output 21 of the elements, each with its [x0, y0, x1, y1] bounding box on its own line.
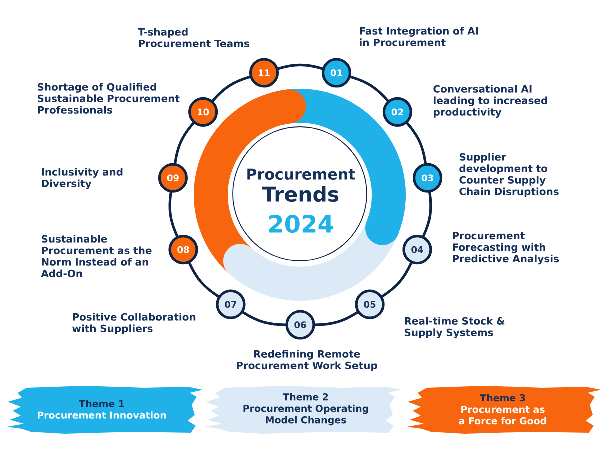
ring-line	[174, 122, 195, 165]
trend-label: Sustainable Procurement as the Norm Instead of an Add-On	[41, 235, 152, 278]
theme-banner: Theme 3 Procurement as a Force for Good	[407, 386, 600, 434]
ring-line	[277, 64, 324, 70]
trend-label: Procurement Forecasting with Predictive Analysis	[453, 232, 560, 265]
theme-banner: Theme 1 Procurement Innovation	[7, 386, 203, 434]
ring-line	[422, 191, 432, 238]
trend-label: Inclusivity and Diversity	[42, 168, 123, 190]
trend-label: Real-time Stock & Supply Systems	[404, 317, 505, 338]
trend-label: Fast Integration of AI in Procurement	[360, 27, 478, 46]
trend-label: Supplier development to Counter Supply Chain Disruptions	[460, 153, 559, 198]
ring-line	[242, 311, 287, 326]
trend-label: Positive Collaboration with Suppliers	[72, 313, 196, 334]
trend-label: Conversational AI leading to increased productivity	[434, 85, 548, 118]
ring-line	[406, 122, 427, 165]
trend-label: T-shaped Procurement Teams	[138, 28, 250, 48]
ring-line	[168, 191, 179, 238]
trend-label: Shortage of Qualified Sustainable Procurement Professionals	[38, 83, 180, 114]
theme-banner: Theme 2 Procurement Operating Model Changes	[205, 386, 401, 434]
trend-label: Redefining Remote Procurement Work Setup	[237, 350, 378, 372]
ring-line	[314, 311, 359, 326]
